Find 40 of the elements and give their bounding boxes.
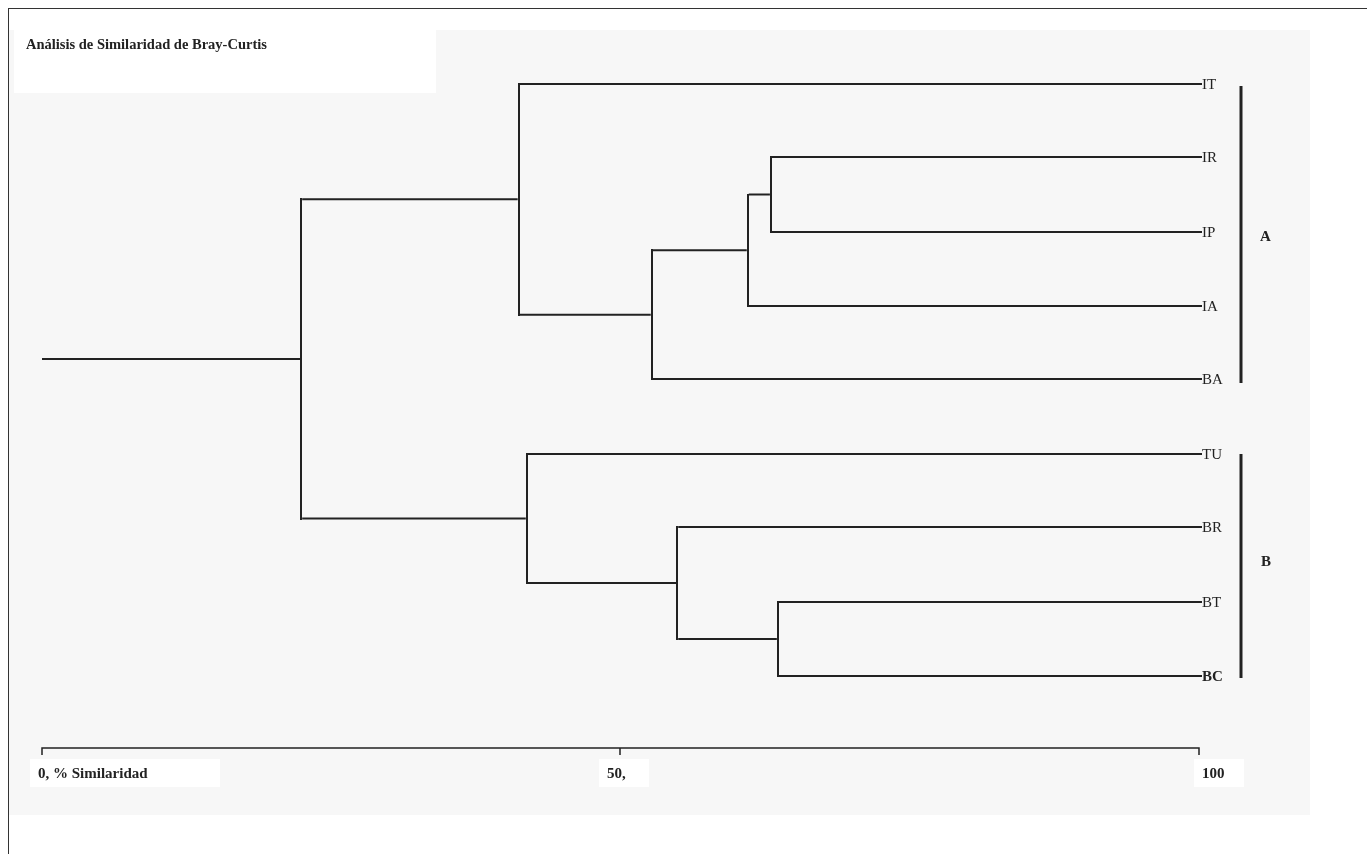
- cluster-bar: [746, 193, 749, 307]
- dendrogram-branch: [518, 313, 652, 316]
- dendrogram-branch: [526, 453, 1203, 455]
- dendrogram-branch: [747, 193, 771, 196]
- dendrogram-branch: [770, 156, 1203, 158]
- leaf-label: IA: [1202, 297, 1218, 315]
- cluster-bar: [769, 156, 772, 233]
- dendrogram-branch: [770, 231, 1203, 233]
- leaf-label: BA: [1202, 370, 1223, 388]
- cluster-bar: [517, 83, 520, 316]
- dendrogram-branch: [677, 638, 778, 640]
- group-label: B: [1261, 553, 1271, 570]
- leaf-label: BC: [1202, 667, 1223, 685]
- dendrogram-branch: [651, 249, 748, 252]
- leaf-label: BR: [1202, 518, 1222, 536]
- leaf-label: IP: [1202, 223, 1216, 241]
- tick-label: 100: [1202, 765, 1225, 782]
- dendrogram-branch: [777, 601, 1203, 603]
- leaf-label: IT: [1202, 75, 1217, 93]
- cluster-bar: [300, 198, 303, 520]
- cluster-bar: [525, 453, 528, 584]
- dendrogram-branch: [518, 83, 1203, 85]
- dendrogram-branch: [526, 582, 678, 584]
- axis-label: 0, % Similaridad: [38, 765, 148, 782]
- dendrogram-branch: [41, 357, 302, 360]
- dendrogram-branch: [777, 675, 1203, 677]
- dendrogram-branch: [651, 378, 1203, 380]
- leaf-label: TU: [1202, 445, 1222, 463]
- dendrogram-branch: [301, 198, 519, 201]
- dendrogram-branch: [747, 305, 1203, 307]
- leaf-label: BT: [1202, 593, 1222, 611]
- chart-title: Análisis de Similaridad de Bray-Curtis: [26, 36, 267, 53]
- dendrogram-branch: [301, 517, 527, 520]
- tick-label: 50,: [607, 765, 626, 782]
- cluster-bar: [776, 601, 779, 677]
- leaf-label: IR: [1202, 148, 1217, 166]
- group-label: A: [1260, 228, 1271, 245]
- cluster-bar: [650, 249, 653, 380]
- dendrogram-branch: [677, 526, 1203, 528]
- cluster-bar: [676, 526, 679, 640]
